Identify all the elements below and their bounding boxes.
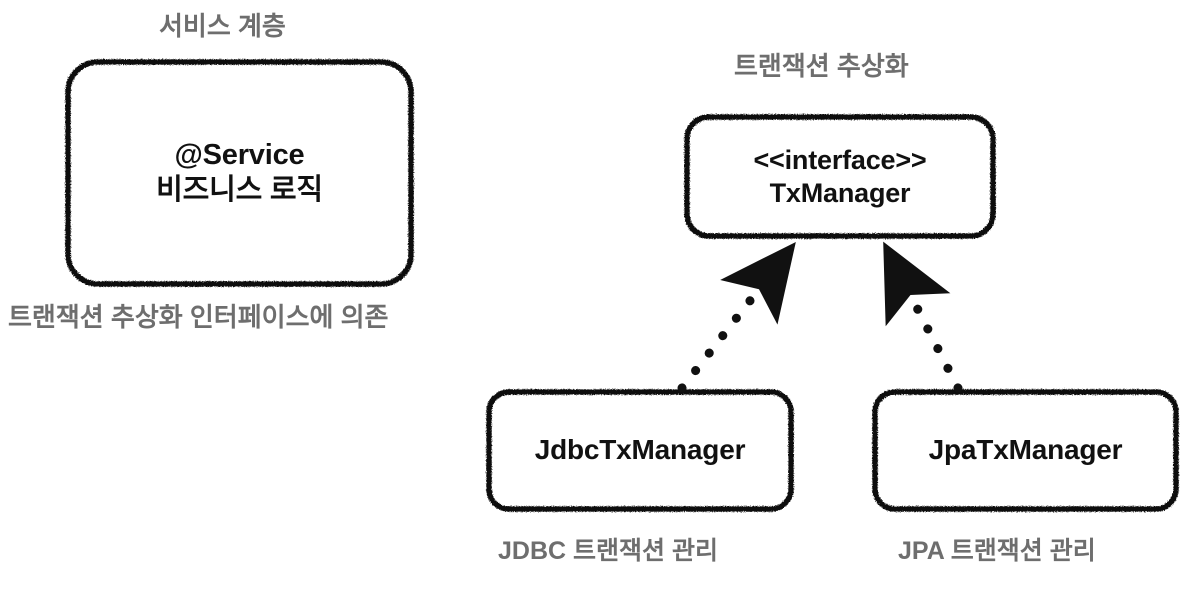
node-tx-manager-stereotype: <<interface>> bbox=[753, 144, 927, 175]
node-service[interactable]: @Service 비즈니스 로직 bbox=[68, 62, 411, 284]
caption-depends-on-interface: 트랜잭션 추상화 인터페이스에 의존 bbox=[8, 302, 389, 332]
caption-jpa-tx-management: JPA 트랜잭션 관리 bbox=[898, 537, 1096, 565]
node-jdbc-tx-manager[interactable]: JdbcTxManager bbox=[489, 392, 791, 509]
node-service-line2: 비즈니스 로직 bbox=[156, 174, 323, 206]
edge-jpa-implements-txmanager bbox=[883, 241, 963, 393]
edge-jdbc-implements-txmanager bbox=[677, 241, 796, 393]
node-tx-manager-name: TxManager bbox=[769, 177, 911, 208]
node-jpa-tx-manager[interactable]: JpaTxManager bbox=[875, 392, 1176, 509]
node-service-line1: @Service bbox=[174, 138, 305, 171]
node-jdbc-tx-manager-name: JdbcTxManager bbox=[534, 434, 746, 466]
node-jpa-tx-manager-name: JpaTxManager bbox=[928, 434, 1123, 466]
node-tx-manager[interactable]: <<interface>> TxManager bbox=[687, 117, 993, 236]
caption-tx-abstraction: 트랜잭션 추상화 bbox=[734, 51, 909, 81]
caption-jdbc-tx-management: JDBC 트랜잭션 관리 bbox=[498, 537, 718, 565]
caption-service-layer: 서비스 계층 bbox=[159, 11, 286, 41]
